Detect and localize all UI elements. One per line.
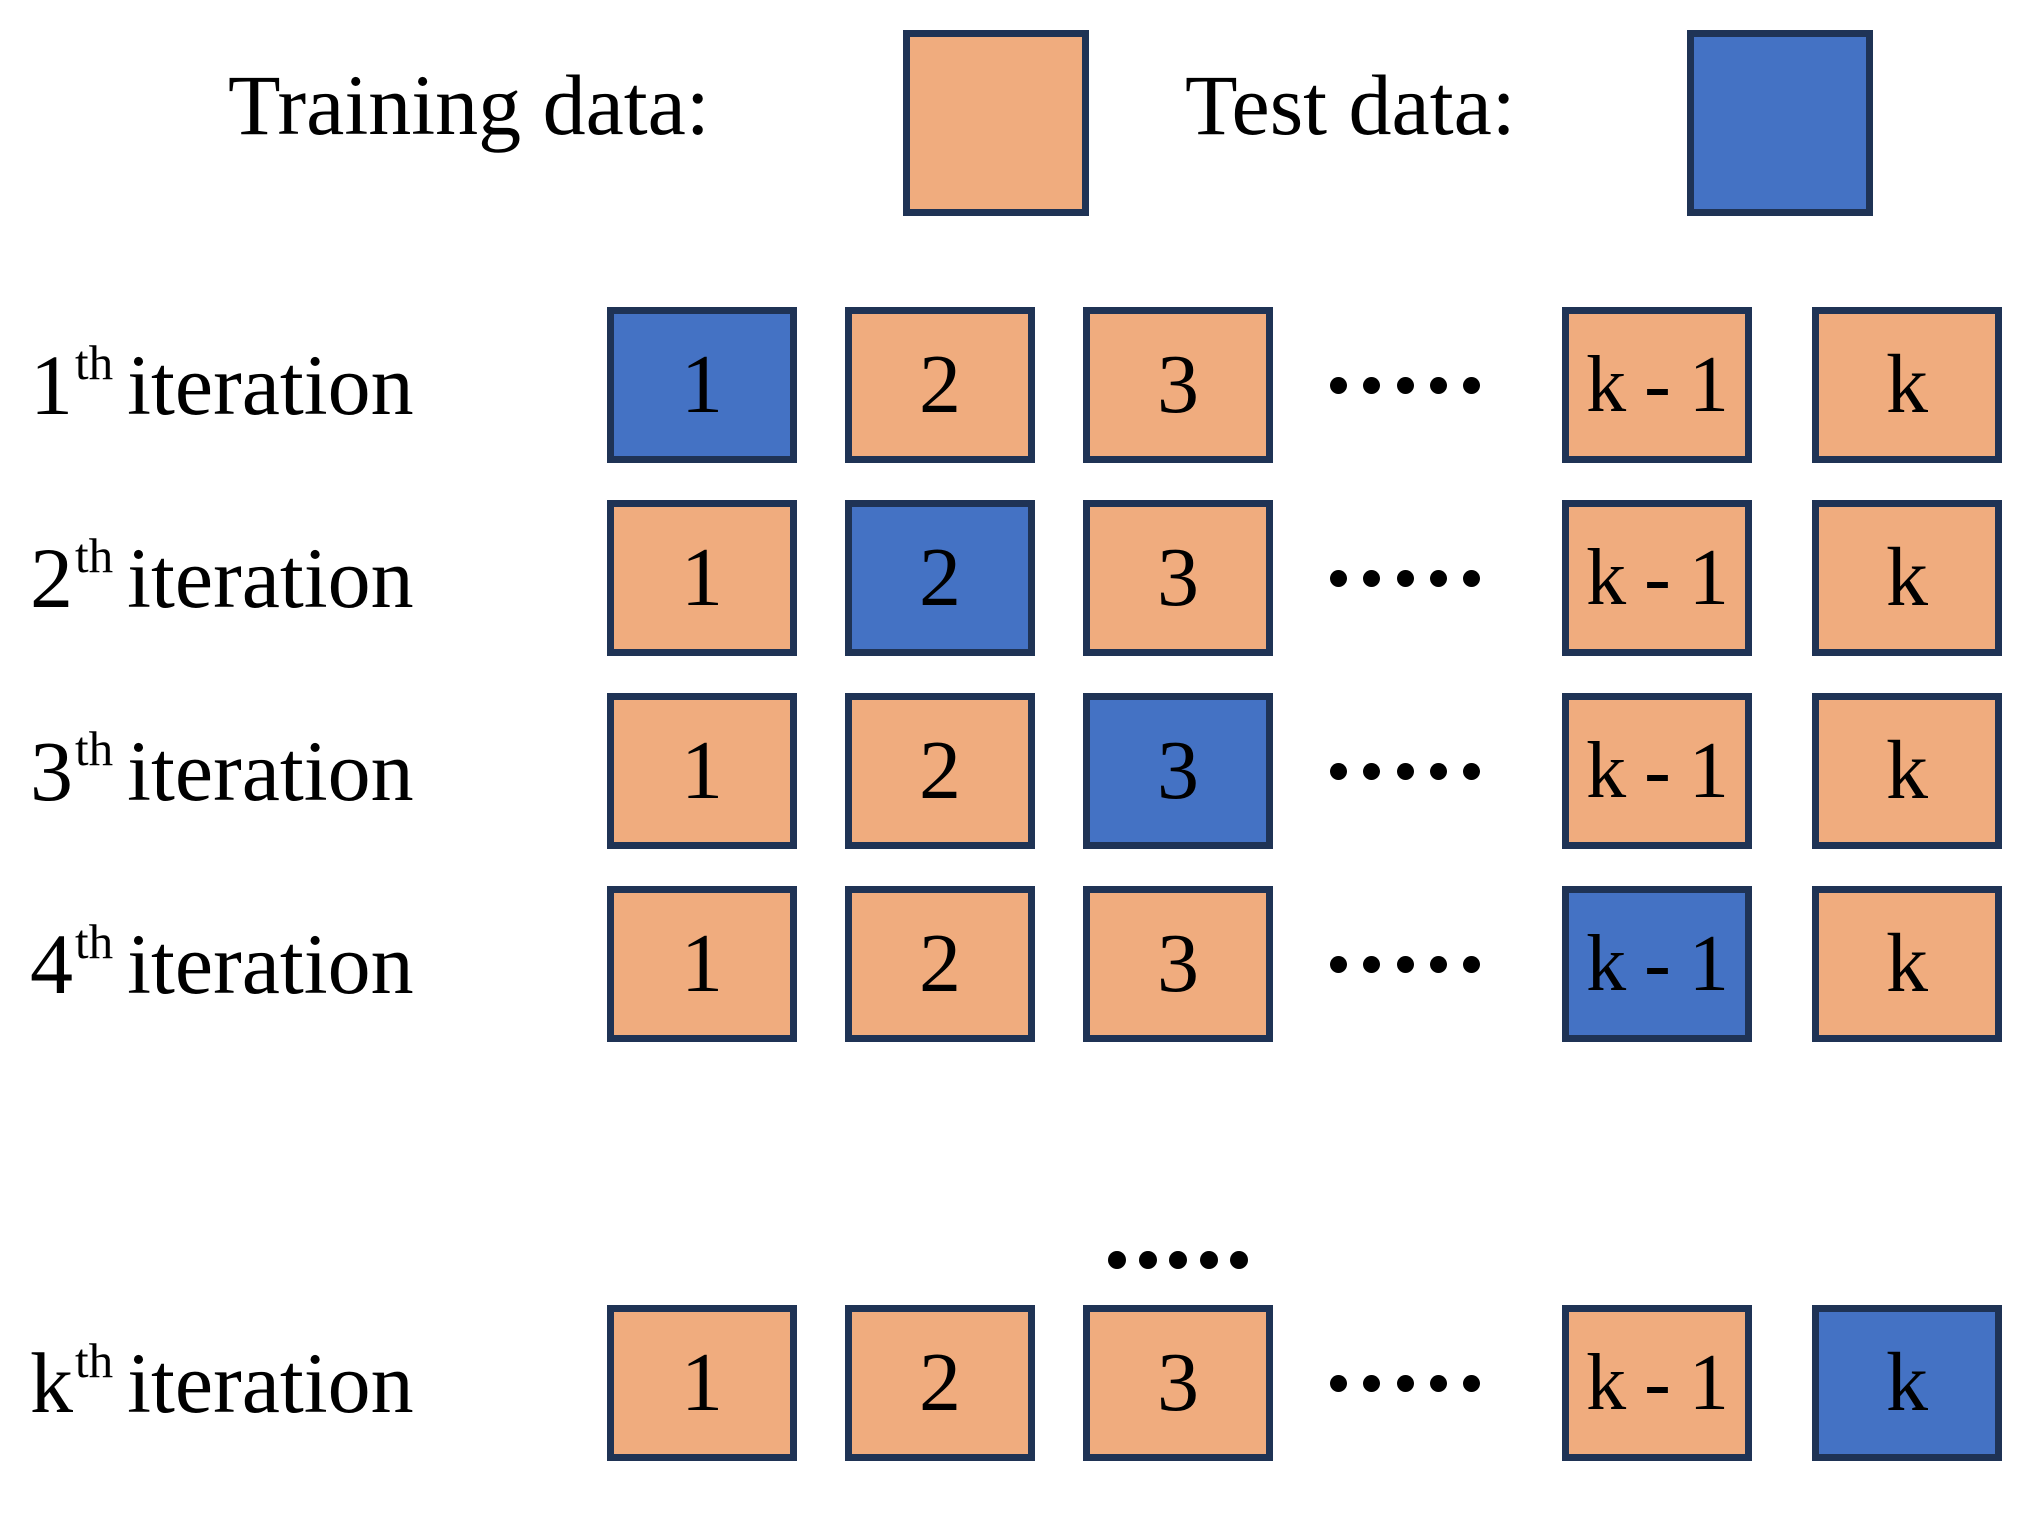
fold-cell-train: 3 bbox=[1083, 500, 1273, 656]
fold-cell-train: 2 bbox=[845, 307, 1035, 463]
ellipsis-dot bbox=[1429, 569, 1447, 587]
fold-cell-train: 1 bbox=[607, 500, 797, 656]
fold-cell-train: 2 bbox=[845, 886, 1035, 1042]
ellipsis-dot bbox=[1396, 376, 1414, 394]
ellipsis-dot bbox=[1330, 1374, 1347, 1392]
fold-cell-train: k bbox=[1812, 693, 2002, 849]
fold-cell-test: k - 1 bbox=[1562, 886, 1752, 1042]
fold-cell-train: k - 1 bbox=[1562, 307, 1752, 463]
legend-training-label: Training data: bbox=[228, 57, 710, 153]
iteration-index: k bbox=[30, 1335, 73, 1431]
iteration-index: 3 bbox=[30, 723, 73, 819]
fold-cell-train: k - 1 bbox=[1562, 1305, 1752, 1461]
fold-cell-test: 3 bbox=[1083, 693, 1273, 849]
ellipsis-dot bbox=[1429, 376, 1447, 394]
iteration-word: iteration bbox=[127, 530, 414, 626]
fold-cell-train: 1 bbox=[607, 693, 797, 849]
iteration-index: 2 bbox=[30, 530, 73, 626]
fold-cell-test: k bbox=[1812, 1305, 2002, 1461]
legend-test-swatch bbox=[1687, 30, 1873, 216]
fold-cell-train: k bbox=[1812, 307, 2002, 463]
horizontal-ellipsis-icon bbox=[1330, 886, 1480, 1042]
ellipsis-dot bbox=[1199, 1251, 1218, 1269]
ellipsis-dot bbox=[1429, 762, 1447, 780]
iteration-index: 1 bbox=[30, 337, 73, 433]
fold-cell-test: 1 bbox=[607, 307, 797, 463]
ellipsis-dot bbox=[1363, 569, 1381, 587]
fold-cell-train: 1 bbox=[607, 1305, 797, 1461]
fold-cell-train: k - 1 bbox=[1562, 500, 1752, 656]
ellipsis-dot bbox=[1463, 569, 1480, 587]
ellipsis-dot bbox=[1363, 1374, 1381, 1392]
fold-cell-train: 2 bbox=[845, 693, 1035, 849]
legend-test-label: Test data: bbox=[1185, 57, 1516, 153]
ellipsis-dot bbox=[1463, 376, 1480, 394]
fold-cell-train: 3 bbox=[1083, 307, 1273, 463]
ellipsis-dot bbox=[1396, 762, 1414, 780]
fold-cell-train: 2 bbox=[845, 1305, 1035, 1461]
ellipsis-dot bbox=[1429, 955, 1447, 973]
ellipsis-dot bbox=[1463, 1374, 1480, 1392]
ellipsis-dot bbox=[1396, 955, 1414, 973]
ellipsis-dot bbox=[1363, 376, 1381, 394]
ellipsis-dot bbox=[1108, 1251, 1126, 1269]
ellipsis-dot bbox=[1363, 955, 1381, 973]
iteration-word: iteration bbox=[127, 723, 414, 819]
ellipsis-dot bbox=[1138, 1251, 1157, 1269]
ellipsis-dot bbox=[1396, 1374, 1414, 1392]
fold-cell-train: 1 bbox=[607, 886, 797, 1042]
iteration-word: iteration bbox=[127, 1335, 414, 1431]
legend-training-swatch bbox=[903, 30, 1089, 216]
ellipsis-dot bbox=[1330, 569, 1347, 587]
ellipsis-dot bbox=[1330, 376, 1347, 394]
horizontal-ellipsis-icon bbox=[1330, 1305, 1480, 1461]
ellipsis-dot bbox=[1230, 1251, 1248, 1269]
fold-cell-train: k bbox=[1812, 886, 2002, 1042]
iteration-word: iteration bbox=[127, 337, 414, 433]
ellipsis-dot bbox=[1429, 1374, 1447, 1392]
fold-cell-test: 2 bbox=[845, 500, 1035, 656]
fold-cell-train: 3 bbox=[1083, 1305, 1273, 1461]
ellipsis-dot bbox=[1463, 762, 1480, 780]
iteration-index: 4 bbox=[30, 916, 73, 1012]
ellipsis-dot bbox=[1463, 955, 1480, 973]
ellipsis-dot bbox=[1363, 762, 1381, 780]
horizontal-ellipsis-icon bbox=[1330, 500, 1480, 656]
ellipsis-dot bbox=[1330, 955, 1347, 973]
iteration-word: iteration bbox=[127, 916, 414, 1012]
ellipsis-dot bbox=[1330, 762, 1347, 780]
vertical-ellipsis-icon bbox=[1108, 1250, 1248, 1270]
fold-cell-train: k bbox=[1812, 500, 2002, 656]
horizontal-ellipsis-icon bbox=[1330, 307, 1480, 463]
fold-cell-train: k - 1 bbox=[1562, 693, 1752, 849]
horizontal-ellipsis-icon bbox=[1330, 693, 1480, 849]
ellipsis-dot bbox=[1169, 1251, 1187, 1269]
fold-cell-train: 3 bbox=[1083, 886, 1273, 1042]
ellipsis-dot bbox=[1396, 569, 1414, 587]
